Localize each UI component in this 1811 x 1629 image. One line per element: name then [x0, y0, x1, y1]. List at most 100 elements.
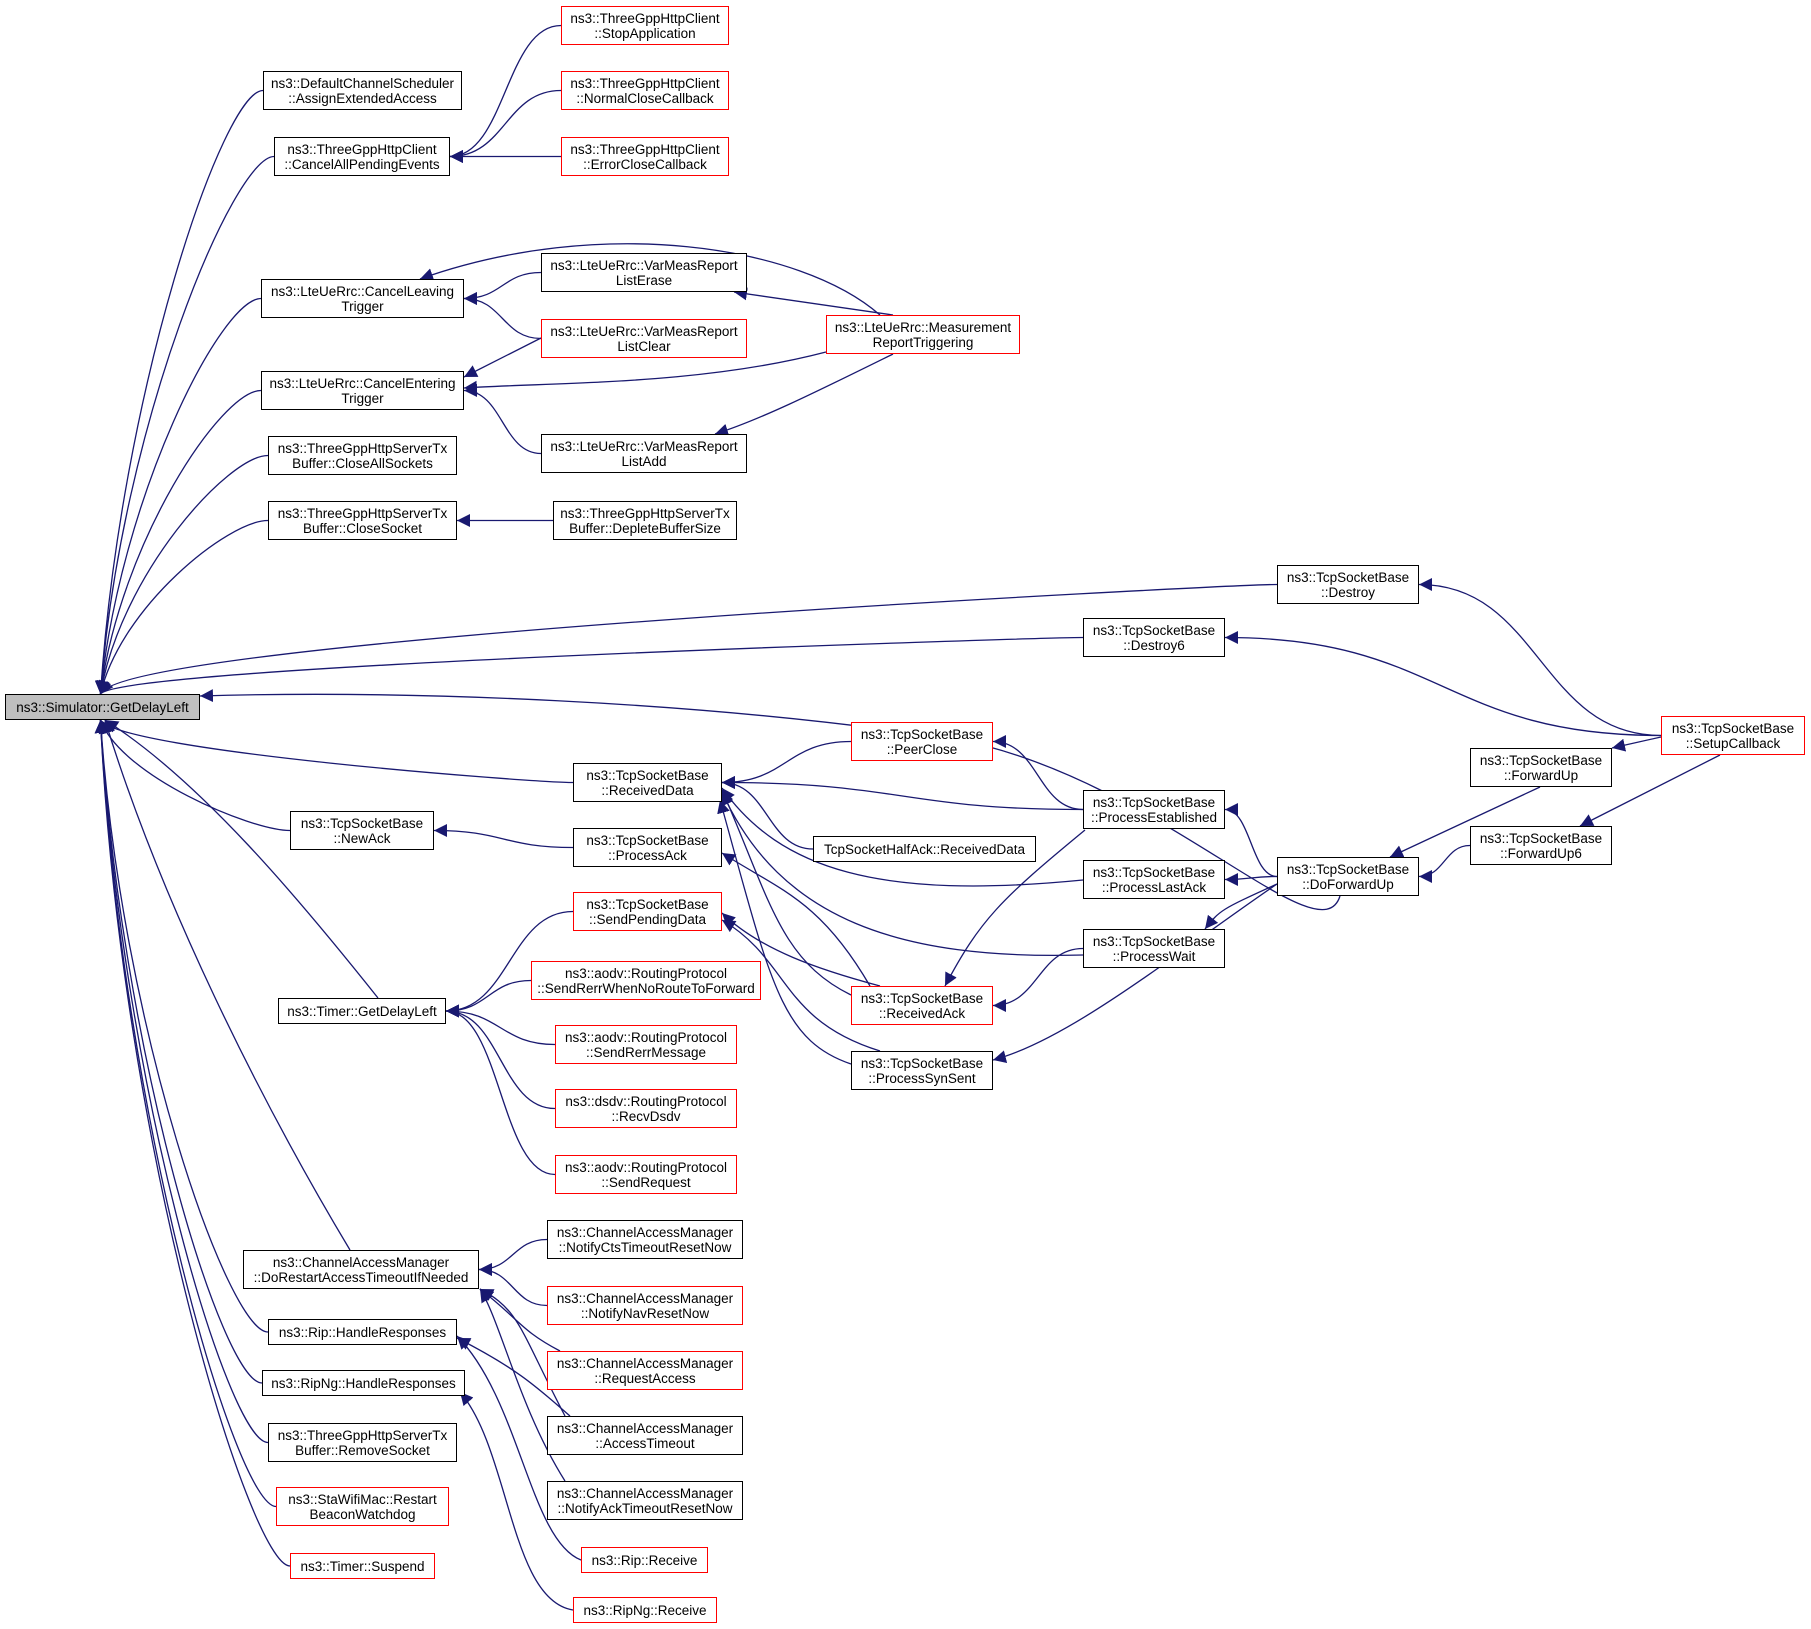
- function-label-line: ns3::DefaultChannelScheduler: [270, 75, 455, 91]
- function-node[interactable]: ns3::Timer::GetDelayLeft: [278, 998, 446, 1024]
- function-label-line: ::Destroy6: [1123, 637, 1185, 653]
- function-node[interactable]: ns3::TcpSocketBase::SetupCallback: [1661, 716, 1805, 755]
- function-node[interactable]: ns3::TcpSocketBase::SendPendingData: [573, 892, 722, 931]
- function-node[interactable]: ns3::Rip::HandleResponses: [268, 1319, 457, 1345]
- function-label-line: ns3::ThreeGppHttpClient: [287, 141, 437, 157]
- call-edge: [99, 583, 1278, 695]
- call-edge: [721, 919, 881, 1052]
- function-label-line: ns3::TcpSocketBase: [1286, 569, 1410, 585]
- function-label-line: ns3::ChannelAccessManager: [556, 1420, 734, 1436]
- function-node[interactable]: ns3::aodv::RoutingProtocol::SendRerrWhen…: [531, 961, 761, 1000]
- function-label-line: Buffer::DepleteBufferSize: [569, 520, 721, 536]
- call-edge: [445, 1004, 556, 1110]
- function-node[interactable]: ns3::aodv::RoutingProtocol::SendRequest: [555, 1155, 737, 1194]
- function-label-line: ns3::Rip::Receive: [591, 1552, 698, 1568]
- call-edge: [94, 719, 269, 1444]
- function-node[interactable]: ns3::ChannelAccessManager::NotifyAckTime…: [547, 1481, 743, 1520]
- call-edge: [94, 89, 264, 695]
- call-edge: [459, 1391, 574, 1611]
- function-label-line: ::ForwardUp: [1503, 767, 1579, 783]
- function-label-line: ns3::TcpSocketBase: [1671, 720, 1795, 736]
- call-edge: [1418, 844, 1471, 883]
- function-node[interactable]: ns3::TcpSocketBase::ProcessWait: [1083, 929, 1225, 968]
- function-node[interactable]: ns3::ThreeGppHttpClient::CancelAllPendin…: [274, 137, 450, 176]
- call-edge: [721, 791, 1084, 957]
- function-node[interactable]: ns3::ThreeGppHttpClient::NormalCloseCall…: [561, 71, 729, 110]
- function-node[interactable]: ns3::TcpSocketBase::PeerClose: [851, 722, 993, 761]
- function-node[interactable]: ns3::TcpSocketBase::DoForwardUp: [1277, 857, 1419, 896]
- function-node[interactable]: ns3::ChannelAccessManager::NotifyNavRese…: [547, 1286, 743, 1325]
- function-label-line: ns3::Rip::HandleResponses: [278, 1324, 447, 1340]
- function-node[interactable]: ns3::TcpSocketBase::Destroy6: [1083, 618, 1225, 657]
- function-label-line: ::StopApplication: [594, 25, 696, 41]
- function-label-line: ::AccessTimeout: [595, 1435, 695, 1451]
- function-node[interactable]: ns3::dsdv::RoutingProtocol::RecvDsdv: [555, 1089, 737, 1128]
- call-edge: [98, 719, 291, 832]
- function-node[interactable]: ns3::TcpSocketBase::ForwardUp6: [1470, 826, 1612, 865]
- function-node[interactable]: ns3::Timer::Suspend: [290, 1553, 435, 1579]
- call-edge: [449, 89, 562, 163]
- function-label-line: ns3::Timer::GetDelayLeft: [287, 1003, 437, 1019]
- call-edge: [721, 776, 1084, 811]
- call-edge: [1611, 736, 1662, 752]
- function-label-line: ::NotifyNavResetNow: [580, 1305, 710, 1321]
- function-node[interactable]: ns3::RipNg::HandleResponses: [262, 1370, 465, 1396]
- call-edge: [94, 719, 263, 1384]
- call-edge: [1579, 754, 1721, 827]
- call-edge: [463, 384, 542, 455]
- function-node[interactable]: ns3::ChannelAccessManager::DoRestartAcce…: [243, 1250, 479, 1289]
- function-node[interactable]: ns3::TcpSocketBase::ProcessAck: [573, 828, 722, 867]
- call-edge: [104, 719, 379, 999]
- function-node[interactable]: ns3::TcpSocketBase::ProcessLastAck: [1083, 860, 1225, 899]
- function-label-line: ns3::ChannelAccessManager: [556, 1224, 734, 1240]
- function-label-line: BeaconWatchdog: [309, 1506, 416, 1522]
- function-node[interactable]: ns3::ThreeGppHttpClient::StopApplication: [561, 6, 729, 45]
- call-edge: [94, 155, 275, 695]
- function-label-line: ::ProcessWait: [1112, 948, 1196, 964]
- call-edge: [478, 1263, 548, 1307]
- function-node[interactable]: ns3::ChannelAccessManager::RequestAccess: [547, 1351, 743, 1390]
- function-label-line: ::SetupCallback: [1685, 735, 1781, 751]
- function-label-line: ns3::TcpSocketBase: [1092, 933, 1216, 949]
- function-node[interactable]: ns3::TcpSocketBase::ForwardUp: [1470, 748, 1612, 787]
- function-node[interactable]: ns3::Rip::Receive: [581, 1547, 708, 1573]
- function-node[interactable]: ns3::aodv::RoutingProtocol::SendRerrMess…: [555, 1025, 737, 1064]
- function-label-line: ::NewAck: [333, 830, 391, 846]
- call-edge: [721, 852, 871, 987]
- function-node[interactable]: ns3::RipNg::Receive: [573, 1597, 717, 1623]
- function-node[interactable]: ns3::TcpSocketBase::ReceivedData: [573, 763, 722, 802]
- call-edge: [463, 292, 542, 340]
- function-node[interactable]: ns3::TcpSocketBase::Destroy: [1277, 565, 1419, 604]
- function-node[interactable]: ns3::TcpSocketBase::ReceivedAck: [851, 986, 993, 1025]
- function-node[interactable]: ns3::TcpSocketBase::NewAck: [290, 811, 434, 850]
- function-node[interactable]: ns3::TcpSocketBase::ProcessEstablished: [1083, 790, 1225, 829]
- function-label-line: Trigger: [341, 390, 384, 406]
- call-edge: [463, 351, 827, 394]
- call-edge: [445, 1004, 556, 1176]
- function-node[interactable]: ns3::ChannelAccessManager::NotifyCtsTime…: [547, 1220, 743, 1259]
- function-node[interactable]: TcpSocketHalfAck::ReceivedData: [813, 836, 1036, 862]
- function-label-line: ::ProcessLastAck: [1101, 879, 1207, 895]
- function-label-line: ns3::ThreeGppHttpServerTx: [277, 1427, 448, 1443]
- focus-function-node[interactable]: ns3::Simulator::GetDelayLeft: [5, 694, 200, 720]
- function-node[interactable]: ns3::TcpSocketBase::ProcessSynSent: [851, 1051, 993, 1090]
- call-edge: [944, 829, 1086, 987]
- function-label-line: ns3::TcpSocketBase: [1479, 752, 1603, 768]
- call-edge: [1224, 631, 1662, 737]
- function-node[interactable]: ns3::ChannelAccessManager::AccessTimeout: [547, 1416, 743, 1455]
- function-node[interactable]: ns3::ThreeGppHttpClient::ErrorCloseCallb…: [561, 137, 729, 176]
- function-label-line: ::Destroy: [1320, 584, 1375, 600]
- function-label-line: ns3::LteUeRrc::Measurement: [834, 319, 1012, 335]
- function-node[interactable]: ns3::DefaultChannelScheduler::AssignExte…: [263, 71, 462, 110]
